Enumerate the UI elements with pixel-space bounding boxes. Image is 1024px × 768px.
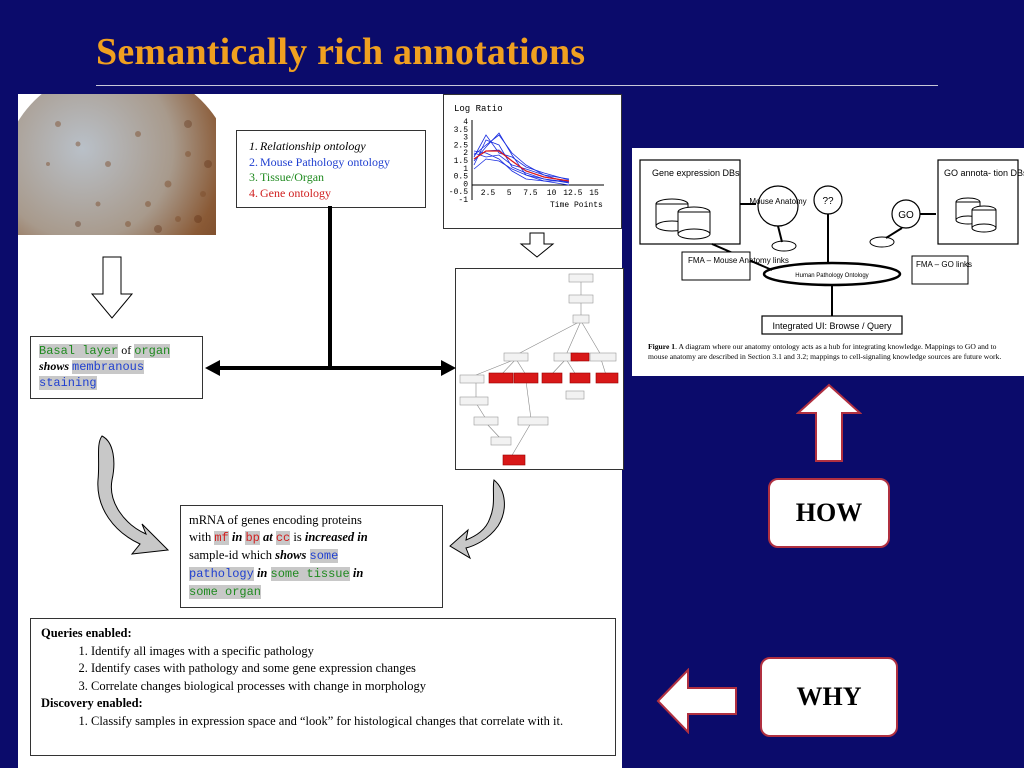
ontology-item-number: 1. [249,139,258,153]
list-item: Identify cases with pathology and some g… [91,660,605,678]
word-shows-2: shows [275,548,307,562]
fig-fma-go: FMA – GO links [916,260,972,269]
how-button: HOW [768,478,890,548]
plot-xtick: 7.5 [523,189,538,198]
term-pathology: pathology [189,567,254,581]
fig-caption-label: Figure 1 [648,342,676,351]
word-is: is [293,530,302,544]
list-item: Correlate changes biological processes w… [91,678,605,696]
word-increased-in: increased in [304,530,368,544]
integration-figure: Gene expression DBs GO annota- tion DBs … [632,148,1024,376]
fig-go: GO [898,210,914,221]
plot-ytick: 4 [463,118,468,127]
ontology-item-label: Gene ontology [260,185,331,200]
ontology-item: 3.Tissue/Organ [249,170,417,186]
discovery-heading: Discovery enabled: [41,696,143,711]
up-arrow [795,383,863,468]
fig-caption: Figure 1. A diagram where our anatomy on… [648,342,1016,361]
curved-arrow-right [448,476,512,565]
word-in-3: in [352,566,364,580]
plot-xtick: 15 [589,189,599,198]
gene-ontology-graph [455,268,624,470]
word-of: of [121,343,132,357]
ontology-item-label: Relationship ontology [260,139,366,153]
how-label: HOW [795,498,863,527]
sentence-box: mRNA of genes encoding proteins with mf … [180,505,443,608]
list-item: Identify all images with a specific path… [91,643,605,661]
why-label: WHY [796,682,862,711]
list-item: Classify samples in expression space and… [91,713,605,731]
term-basal-layer: Basal layer [39,344,119,358]
ontology-item: 2.Mouse Pathology ontology [249,155,417,171]
plot-ytick: 1.5 [454,157,469,166]
ontology-item-number: 2. [249,154,258,169]
queries-list: Identify all images with a specific path… [41,643,605,696]
ontology-item-label: Mouse Pathology ontology [260,154,391,169]
ontology-item-number: 3. [249,170,258,184]
word-shows: shows [39,359,70,373]
term-staining: staining [39,376,97,390]
term-cc: cc [275,531,291,545]
plot-ytick: 0 [463,180,468,189]
plot-xtick: 10 [547,189,557,198]
down-arrow-plot [519,232,555,263]
sentence-sample-id: sample-id which [189,548,272,562]
down-arrow-tissue [90,256,134,325]
plot-ytick: 3 [463,134,468,143]
fig-mouse-anatomy: Mouse Anatomy [749,197,806,206]
fig-caption-text: . A diagram where our anatomy ontology a… [648,342,1002,361]
plot-ytick: 1 [463,165,468,174]
queries-heading: Queries enabled: [41,626,132,640]
term-membranous: membranous [72,360,145,374]
plot-ytick: 2 [463,149,468,158]
plot-ytick: -0.5 [449,188,468,197]
ontology-item-number: 4. [249,185,258,200]
discovery-list: Classify samples in expression space and… [41,713,605,731]
term-organ: organ [134,344,171,358]
fig-unknown: ?? [822,196,834,207]
term-some: some [309,549,339,563]
slide-title: Semantically rich annotations [96,31,586,73]
fig-go-db-label: GO annota- tion DBs [944,168,1024,178]
term-some-organ: some organ [189,585,262,599]
ontology-item: 4.Gene ontology [249,186,417,202]
plot-ytick: 3.5 [454,126,469,135]
fig-hub: Human Pathology Ontology [795,273,868,279]
term-mf: mf [214,531,229,545]
plot-xtick: 5 [507,189,512,198]
term-bp: bp [245,531,260,545]
word-in-2: in [256,566,268,580]
fig-ui: Integrated UI: Browse / Query [772,321,892,331]
annotation-box: Basal layer of organ shows membranous st… [30,336,203,399]
word-in-1: in [231,530,243,544]
word-at: at [262,530,273,544]
fig-fma-mouse: FMA – Mouse Anatomy links [688,256,789,265]
ontology-item-label: Tissue/Organ [260,170,325,184]
plot-ylabel: Log Ratio [454,104,503,114]
plot-xlabel: Time Points [550,201,603,210]
queries-box: Queries enabled: Identify all images wit… [30,618,616,756]
tissue-image [18,94,216,235]
word-with: with [189,530,212,544]
sentence-line1: mRNA of genes encoding proteins [189,513,362,527]
plot-xtick: 12.5 [563,189,582,198]
ontology-item: 1.Relationship ontology [249,139,417,155]
plot-ytick: 2.5 [454,141,469,150]
fig-gene-db-label: Gene expression DBs [652,168,740,178]
plot-ytick: -1 [458,196,468,205]
why-button: WHY [760,657,898,737]
plot-ytick: 0.5 [454,173,469,182]
title-divider [96,85,938,86]
term-some-tissue: some tissue [270,567,350,581]
left-arrow [656,667,738,739]
plot-xtick: 2.5 [481,189,496,198]
curved-arrow-left [94,432,174,567]
